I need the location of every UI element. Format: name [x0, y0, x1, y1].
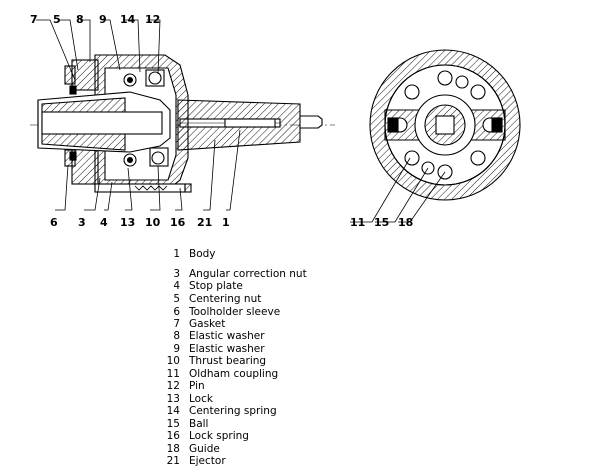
- legend-number: 4: [173, 280, 180, 292]
- legend-number: 5: [173, 293, 180, 305]
- legend-number: 18: [166, 443, 180, 455]
- legend-label: Lock: [189, 393, 213, 405]
- legend-label: Centering nut: [189, 293, 262, 305]
- callout-6: 6: [50, 216, 58, 229]
- legend-label: Toolholder sleeve: [189, 306, 281, 318]
- legend-label: Gasket: [189, 318, 226, 330]
- callout-7: 7: [30, 13, 38, 26]
- callout-21: 21: [197, 216, 212, 229]
- legend-label: Ejector: [189, 455, 226, 467]
- legend-label: Pin: [189, 380, 205, 392]
- legend-label: Elastic washer: [189, 343, 265, 355]
- legend-label: Centering spring: [189, 405, 277, 417]
- legend-label: Angular correction nut: [189, 268, 307, 280]
- legend-label: Thrust bearing: [189, 355, 267, 367]
- callout-14: 14: [120, 13, 136, 26]
- legend-number: 3: [173, 268, 180, 280]
- legend-number: 16: [166, 430, 180, 442]
- legend-number: 9: [173, 343, 180, 355]
- callout-10: 10: [145, 216, 161, 229]
- callout-3: 3: [78, 216, 86, 229]
- callout-12: 12: [145, 13, 160, 26]
- legend-label: Elastic washer: [189, 330, 265, 342]
- legend-label: Oldham coupling: [189, 368, 279, 380]
- legend-number: 13: [166, 393, 180, 405]
- callout-11: 11: [350, 216, 365, 229]
- legend-label: Body: [189, 248, 216, 260]
- legend-number: 12: [166, 380, 180, 392]
- leader-lines: [36, 19, 446, 223]
- legend-number: 21: [166, 455, 180, 467]
- legend-number: 14: [166, 405, 180, 417]
- callout-8: 8: [76, 13, 84, 26]
- callout-4: 4: [100, 216, 108, 229]
- legend-label: Guide: [189, 443, 220, 455]
- callout-18: 18: [398, 216, 413, 229]
- legend-label: Lock spring: [189, 430, 249, 442]
- callout-13: 13: [120, 216, 135, 229]
- legend-number: 6: [173, 306, 180, 318]
- callout-15: 15: [374, 216, 389, 229]
- callout-9: 9: [99, 13, 107, 26]
- legend-label: Ball: [189, 418, 209, 430]
- callout-16: 16: [170, 216, 186, 229]
- callout-1: 1: [222, 216, 230, 229]
- technical-drawing: 7 5 8 9 14 12 6 3 4 13 10 16 21 1 11 15 …: [30, 13, 521, 229]
- parts-legend: 1 Body 3 Angular correction nut 4 Stop plate 5…: [0, 244, 610, 473]
- legend-number: 11: [166, 368, 180, 380]
- callout-5: 5: [53, 13, 61, 26]
- section-view: [30, 54, 335, 193]
- legend-number: 8: [173, 330, 180, 342]
- legend-number: 15: [166, 418, 180, 430]
- legend-number: 10: [166, 355, 180, 367]
- legend-label: Stop plate: [189, 280, 243, 292]
- legend-number: 1: [173, 248, 180, 260]
- cross-section-view: [369, 49, 521, 201]
- legend-number: 7: [173, 318, 180, 330]
